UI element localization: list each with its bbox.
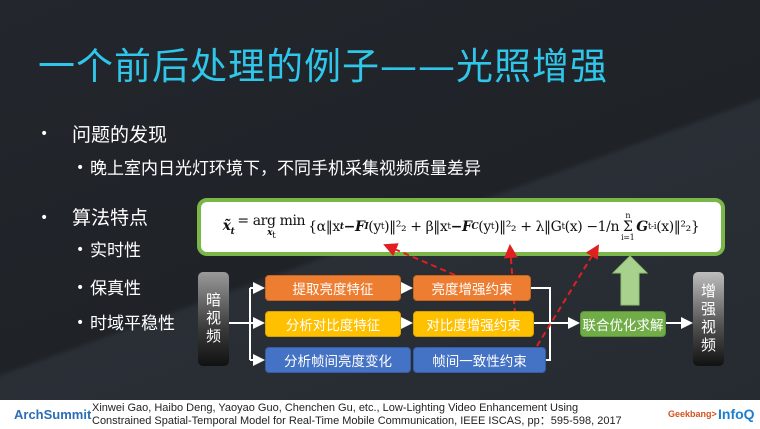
constraint-brightness: 亮度增强约束	[413, 275, 531, 301]
feature-contrast: 分析对比度特征	[265, 311, 401, 337]
output-enhanced-video: 增强视频	[693, 272, 724, 366]
bullet-icon: •	[40, 126, 49, 142]
sub-bullet: 实时性	[90, 241, 141, 261]
bullet-icon: •	[40, 210, 49, 226]
bullet-1: 问题的发现	[72, 124, 168, 146]
slide-title: 一个前后处理的例子——光照增强	[38, 45, 608, 88]
footer	[0, 400, 760, 429]
archsummit-logo: ArchSummit	[14, 407, 92, 422]
bullet-2: 算法特点	[72, 207, 149, 229]
joint-optimization: 联合优化求解	[580, 311, 666, 337]
diagram-connectors	[229, 243, 693, 366]
bullet-icon: •	[76, 315, 85, 331]
infoq-logo: InfoQ	[718, 406, 755, 422]
sub-bullet: 晚上室内日光灯环境下，不同手机采集视频质量差异	[90, 159, 481, 179]
bullet-icon: •	[76, 160, 85, 176]
constraint-interframe: 帧间一致性约束	[413, 347, 546, 373]
formula-lhs: x̃t	[222, 217, 235, 237]
bullet-icon: •	[76, 242, 85, 258]
geekbang-logo: Geekbang>	[668, 409, 717, 419]
constraint-contrast: 对比度增强约束	[413, 311, 534, 337]
feature-brightness: 提取亮度特征	[265, 275, 401, 301]
sub-bullet: 保真性	[90, 279, 141, 299]
input-dark-video: 暗视频	[198, 272, 229, 366]
bullet-icon: •	[76, 280, 85, 296]
feature-interframe: 分析帧间亮度变化	[265, 347, 411, 373]
citation: Xinwei Gao, Haibo Deng, Yaoyao Guo, Chen…	[92, 402, 622, 427]
sub-bullet: 时域平稳性	[90, 314, 175, 334]
up-arrow-icon	[611, 255, 649, 306]
